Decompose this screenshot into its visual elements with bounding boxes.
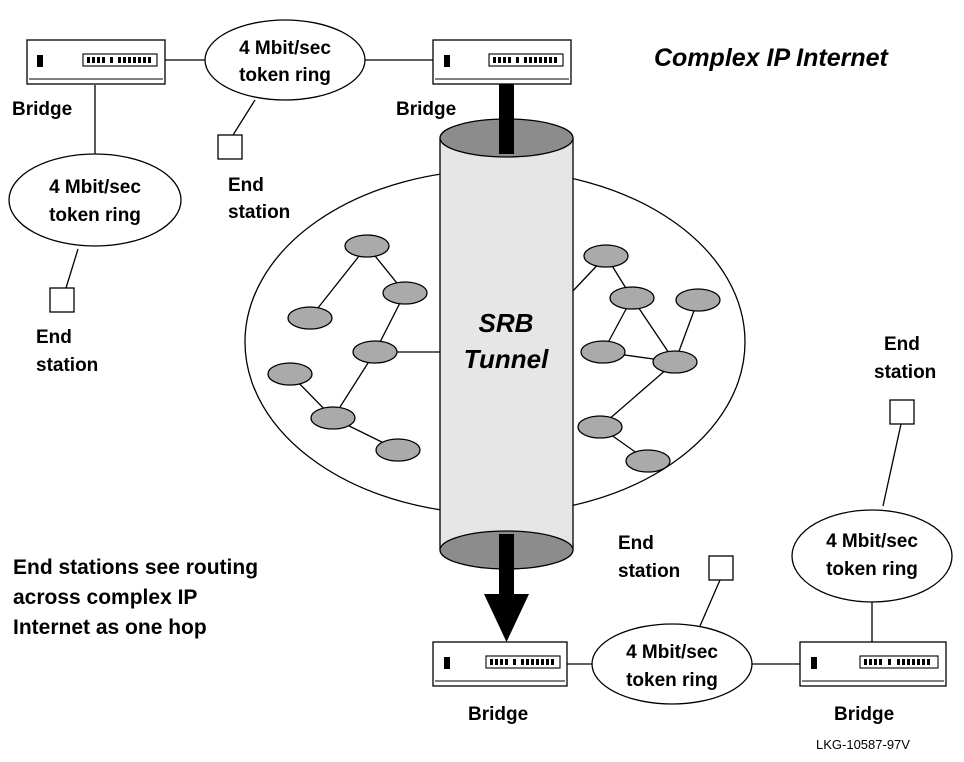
end-station-icon — [49, 287, 75, 313]
caption-line1: End stations see routing — [13, 556, 258, 579]
end-station-right: End station — [874, 334, 936, 425]
router-node — [625, 449, 671, 473]
srb-tunnel: SRB Tunnel — [439, 84, 574, 642]
ring-label-line1: 4 Mbit/sec — [826, 531, 918, 552]
end-station-label-line1: End — [884, 334, 920, 355]
router-node — [652, 350, 698, 374]
end-station-label-line2: station — [874, 362, 936, 383]
diagram-title: Complex IP Internet — [654, 44, 890, 72]
tunnel-body — [440, 138, 573, 550]
bridge-led-icon — [811, 657, 817, 669]
router-network — [267, 234, 721, 473]
router-node — [352, 340, 398, 364]
caption-line2: across complex IP — [13, 586, 197, 609]
router-node — [577, 415, 623, 439]
ring-label-line2: token ring — [49, 205, 141, 226]
ring-label-line1: 4 Mbit/sec — [49, 177, 141, 198]
bridge-led-icon — [444, 657, 450, 669]
end-station-icon — [708, 555, 734, 581]
router-node — [382, 281, 428, 305]
bridge-led-icon — [444, 55, 450, 67]
bridge-label: Bridge — [834, 704, 894, 725]
bridge-label: Bridge — [12, 99, 72, 120]
end-station-icon — [889, 399, 915, 425]
end-station-icon — [217, 134, 243, 160]
caption: End stations see routing across complex … — [13, 556, 258, 639]
token-ring-left: 4 Mbit/sec token ring — [8, 153, 182, 247]
router-node — [375, 438, 421, 462]
ring-label-line1: 4 Mbit/sec — [626, 642, 718, 663]
ring-label-line2: token ring — [826, 559, 918, 580]
bridge-bottom-middle — [432, 641, 568, 687]
end-station-label-line2: station — [228, 202, 290, 223]
caption-line3: Internet as one hop — [13, 616, 207, 639]
token-ring-right: 4 Mbit/sec token ring — [791, 509, 953, 603]
end-station-left: End station — [36, 287, 98, 376]
ring-label-line1: 4 Mbit/sec — [239, 38, 331, 59]
bridge-bottom-right — [799, 641, 947, 687]
end-station-label-line1: End — [228, 175, 264, 196]
ring-label-line2: token ring — [626, 670, 718, 691]
ring-label-line2: token ring — [239, 65, 331, 86]
tunnel-arrow-shaft — [499, 534, 514, 594]
bridge-led-icon — [37, 55, 43, 67]
end-station-label-line2: station — [618, 561, 680, 582]
bridge-top-middle — [432, 39, 572, 85]
bridge-top-left — [26, 39, 166, 85]
end-station-bottom: End station — [618, 533, 734, 582]
bridge-label: Bridge — [396, 99, 456, 120]
end-station-top: End station — [217, 134, 290, 223]
router-node — [580, 340, 626, 364]
tunnel-label-line2: Tunnel — [464, 344, 550, 374]
token-ring-top: 4 Mbit/sec token ring — [204, 19, 366, 101]
end-station-label-line1: End — [36, 327, 72, 348]
tunnel-arrow-head — [484, 594, 529, 642]
router-node — [344, 234, 390, 258]
router-node — [310, 406, 356, 430]
end-station-label-line1: End — [618, 533, 654, 554]
router-node — [267, 362, 313, 386]
tunnel-label-line1: SRB — [479, 308, 534, 338]
connection-lines — [65, 59, 902, 665]
router-node — [609, 286, 655, 310]
figure-id: LKG-10587-97V — [816, 737, 910, 752]
router-node — [675, 288, 721, 312]
bridge-label: Bridge — [468, 704, 528, 725]
token-ring-bottom: 4 Mbit/sec token ring — [591, 623, 753, 705]
router-node — [287, 306, 333, 330]
end-station-label-line2: station — [36, 355, 98, 376]
router-node — [583, 244, 629, 268]
